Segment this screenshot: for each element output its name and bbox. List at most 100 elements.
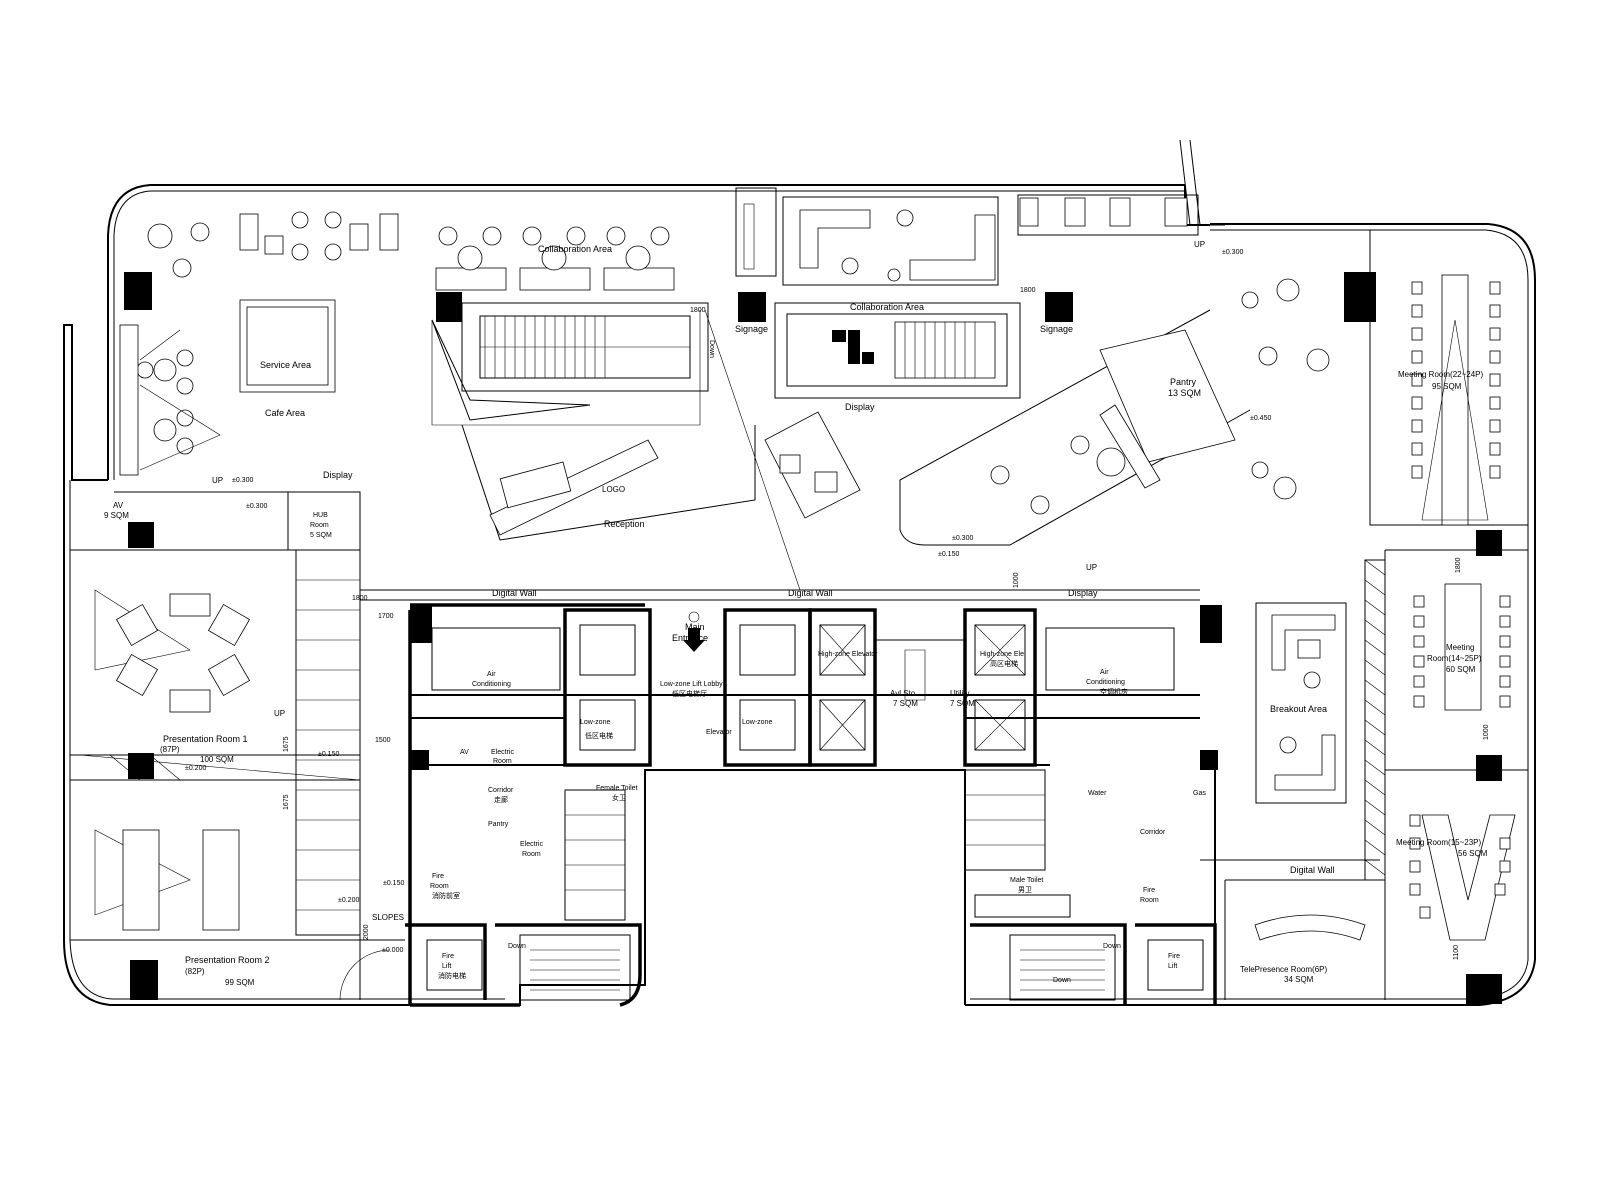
label-pantry-top-area: 13 SQM xyxy=(1168,388,1201,398)
label-fire-lift-2b: Lift xyxy=(1168,963,1177,970)
label-water: Water xyxy=(1088,790,1107,797)
dim-1800-b: 1800 xyxy=(1020,287,1036,294)
label-electric-small: Electric xyxy=(520,841,543,848)
label-presentation-2-cap: (82P) xyxy=(185,967,205,976)
label-av-room: AV xyxy=(113,501,124,510)
label-low-zone-2: Low-zone xyxy=(742,719,772,726)
meeting-room-1 xyxy=(1369,230,1528,526)
label-meeting-2a: Meeting xyxy=(1446,643,1474,652)
label-high-zone-2: High-zone Ele xyxy=(980,651,1024,658)
label-main-entrance-2: Entrance xyxy=(672,633,708,643)
label-hub-room-b: Room xyxy=(310,522,329,529)
label-avl-sto-area: 7 SQM xyxy=(893,699,918,708)
label-collab-area-1: Collaboration Area xyxy=(538,244,612,254)
pantry-lounge-zone xyxy=(899,194,1330,546)
label-up-top: UP xyxy=(1194,240,1205,249)
level-left-2: ±0.300 xyxy=(246,503,267,510)
label-fire-room-2: Fire xyxy=(1143,887,1155,894)
label-utility: Utility xyxy=(950,689,970,698)
label-utility-area: 7 SQM xyxy=(950,699,975,708)
label-signage-right: Signage xyxy=(1040,324,1073,334)
label-hub-room: HUB xyxy=(313,512,328,519)
label-meeting-2-area: 60 SQM xyxy=(1446,665,1476,674)
label-fire-room-1b: Room xyxy=(430,883,449,890)
central-core xyxy=(360,589,1380,1007)
room-labels: Collaboration Area Collaboration Area Se… xyxy=(104,240,1488,987)
label-presentation-2-area: 99 SQM xyxy=(225,978,255,987)
label-slopes: SLOPES xyxy=(372,913,404,922)
label-down-4: Down xyxy=(1053,977,1071,984)
label-meeting-1: Meeting Room(22~24P) xyxy=(1398,370,1483,379)
label-fire-room-cn: 消防前室 xyxy=(432,891,460,900)
label-fire-room-2b: Room xyxy=(1140,897,1159,904)
label-meeting-2b: Room(14~25P) xyxy=(1427,654,1482,663)
label-service-area: Service Area xyxy=(260,360,311,370)
label-corridor-cn: 走廊 xyxy=(494,795,508,804)
breakout-zone xyxy=(1224,559,1386,1000)
label-down: Down xyxy=(708,340,715,358)
label-hub-room-area: 5 SQM xyxy=(310,532,332,539)
label-meeting-1-area: 95 SQM xyxy=(1432,382,1462,391)
label-high-zone-1: High-zone Elevator xyxy=(818,651,878,658)
level-pantry: ±0.450 xyxy=(1250,415,1271,422)
level-right: ±0.300 xyxy=(952,535,973,542)
label-air-cond-1: Air xyxy=(487,671,496,678)
cafe-zone xyxy=(119,211,399,476)
label-air-cond-2: Air xyxy=(1100,669,1109,676)
label-display-right: Display xyxy=(1068,588,1098,598)
label-meeting-3-area: 56 SQM xyxy=(1458,849,1488,858)
label-digital-wall-1: Digital Wall xyxy=(492,588,537,598)
label-up-side: UP xyxy=(274,709,285,718)
level-pres: ±0.200 xyxy=(185,765,206,772)
label-air-cond-2b: Conditioning xyxy=(1086,679,1125,686)
dim-1800-d: 1800 xyxy=(352,595,368,602)
label-up-left: UP xyxy=(212,476,223,485)
dim-1700: 1700 xyxy=(378,613,394,620)
level-mid: ±0.150 xyxy=(938,551,959,558)
dim-1800-a: 1800 xyxy=(690,307,706,314)
label-low-zone-cn: 低区电梯 xyxy=(585,731,613,740)
level-stair: ±0.150 xyxy=(318,751,339,758)
label-air-cond-cn: 空调机房 xyxy=(1100,687,1128,696)
label-fire-lift-1: Fire xyxy=(442,953,454,960)
level-top: ±0.300 xyxy=(1222,249,1243,256)
label-pantry-small: Pantry xyxy=(488,821,509,828)
level-slope-2: ±0.200 xyxy=(338,897,359,904)
label-male-toilet: Male Toilet xyxy=(1010,877,1043,884)
label-digital-wall-2: Digital Wall xyxy=(788,588,833,598)
label-fire-lift-cn: 消防电梯 xyxy=(438,971,466,980)
dim-1800-c: 1800 xyxy=(1455,557,1462,573)
dim-1675-b: 1675 xyxy=(283,794,290,810)
label-electric-room: Electric xyxy=(491,749,514,756)
meeting-room-3 xyxy=(1409,814,1516,941)
label-digital-wall-3: Digital Wall xyxy=(1290,865,1335,875)
label-cafe-area: Cafe Area xyxy=(265,408,305,418)
building-envelope xyxy=(63,139,1536,1006)
label-presentation-1-area: 100 SQM xyxy=(200,755,234,764)
dim-1500: 1500 xyxy=(375,737,391,744)
label-collab-area-2: Collaboration Area xyxy=(850,302,924,312)
dim-1100: 1100 xyxy=(1453,945,1460,960)
label-low-lobby-cn: 低区电梯厅 xyxy=(672,689,707,698)
label-av-room-area: 9 SQM xyxy=(104,511,129,520)
label-reception: Reception xyxy=(604,519,645,529)
left-rooms xyxy=(70,491,405,1001)
label-pantry-top: Pantry xyxy=(1170,377,1197,387)
label-air-cond-1b: Conditioning xyxy=(472,681,511,688)
label-gas: Gas xyxy=(1193,790,1206,797)
label-corridor-2: Corridor xyxy=(1140,829,1166,836)
dim-1000-b: 1000 xyxy=(1483,724,1490,740)
meeting-room-2 xyxy=(1384,549,1528,771)
label-fire-lift-2: Fire xyxy=(1168,953,1180,960)
level-slope-1: ±0.150 xyxy=(383,880,404,887)
level-markers: ±0.300 ±0.450 ±0.300 ±0.300 ±0.150 ±0.30… xyxy=(185,249,1271,954)
label-female-toilet-cn: 女卫 xyxy=(612,793,626,802)
label-down-2: Down xyxy=(508,943,526,950)
label-presentation-1-cap: (87P) xyxy=(160,745,180,754)
label-display-top: Display xyxy=(845,402,875,412)
dim-1000-a: 1000 xyxy=(1013,572,1020,588)
reception-zone xyxy=(461,309,861,591)
level-slope-3: ±0.000 xyxy=(382,947,403,954)
collaboration-zone xyxy=(431,187,1021,426)
